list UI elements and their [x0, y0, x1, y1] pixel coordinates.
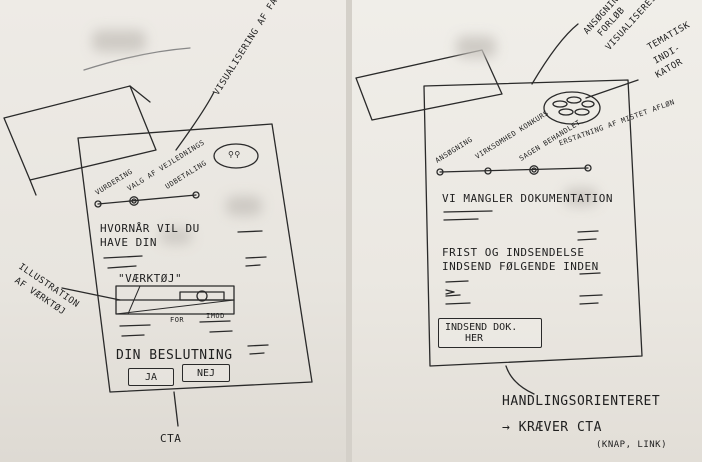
deadline-line1: FRIST OG INDSENDELSE: [442, 246, 585, 259]
right-sketch-panel: ANSØGNINGS FORLØB VISUALISERES TEMATISK …: [352, 0, 702, 462]
yes-button[interactable]: JA: [128, 368, 174, 386]
submit-button-line2: HER: [465, 333, 484, 344]
doc-heading: VI MANGLER DOKUMENTATION: [442, 192, 613, 205]
right-sketch-lines: [355, 23, 643, 395]
note-line2: → KRÆVER CTA: [502, 420, 602, 435]
left-sketch-panel: VISUALISERING AF FASER ILLUSTRATION AF V…: [0, 0, 346, 462]
deadline-line2: INDSEND FØLGENDE INDEN: [442, 260, 599, 273]
blurred-region: [456, 36, 496, 58]
panel-divider: [346, 0, 352, 462]
phase-icon: ⚲⚲: [228, 150, 241, 159]
blurred-region: [564, 188, 598, 206]
cta-label: CTA: [160, 432, 182, 445]
tool-label: "VÆRKTØJ": [118, 272, 183, 285]
decision-heading: DIN BESLUTNING: [116, 348, 233, 363]
left-sketch-lines: [3, 47, 313, 427]
heading-line2: HAVE DIN: [100, 236, 157, 249]
scale-left-label: FOR: [170, 316, 185, 324]
blurred-name-region: [92, 30, 146, 52]
submit-documents-button[interactable]: INDSEND DOK. HER: [438, 318, 542, 348]
no-button[interactable]: NEJ: [182, 364, 230, 382]
heading-line1: HVORNÅR VIL DU: [100, 222, 200, 235]
blurred-region: [160, 228, 192, 244]
submit-button-line1: INDSEND DOK.: [445, 322, 518, 333]
blurred-region: [226, 196, 262, 216]
note-line1: HANDLINGSORIENTERET: [502, 394, 661, 409]
note-line3: (KNAP, LINK): [596, 440, 668, 450]
scale-right-label: IMOD: [206, 312, 225, 320]
